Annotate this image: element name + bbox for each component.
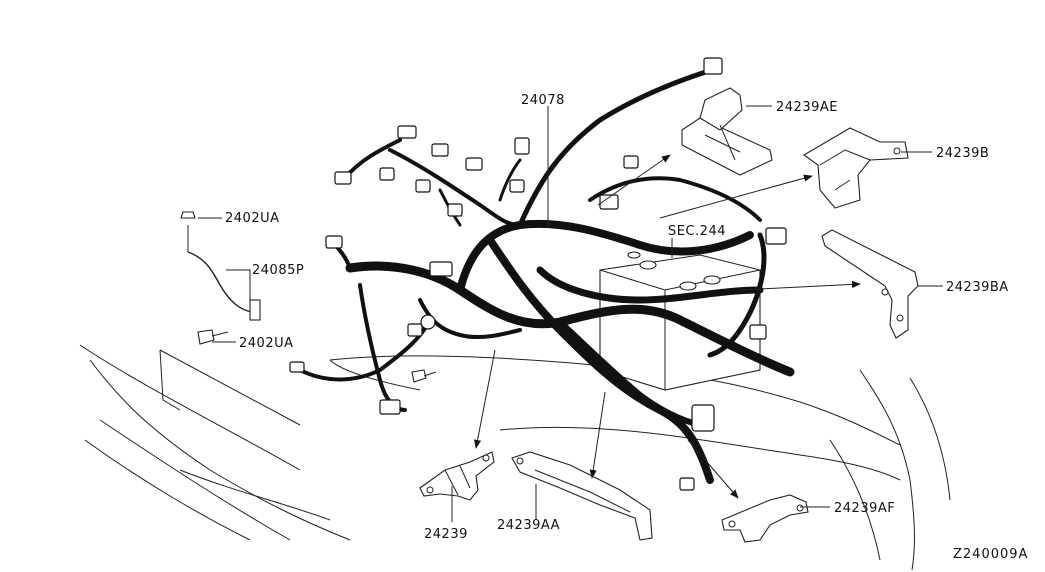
label-SEC244: SEC.244 <box>668 224 726 239</box>
bracket-24239AE <box>681 87 773 176</box>
label-24239AA: 24239AA <box>497 518 560 533</box>
label-24239: 24239 <box>424 527 468 542</box>
label-2402UA-bottom: 2402UA <box>239 336 294 351</box>
label-2402UA-top: 2402UA <box>225 211 280 226</box>
diagram-reference-code: Z240009A <box>953 547 1028 562</box>
vehicle-body-outline <box>79 344 951 571</box>
bolt-2402UA-bottom <box>197 329 229 345</box>
bracket-24239BA <box>821 229 919 339</box>
label-24239B: 24239B <box>936 146 989 161</box>
label-24085P: 24085P <box>252 263 304 278</box>
label-24239AF: 24239AF <box>834 501 895 516</box>
part-labels: 24078 24239AE 24239B 2402UA 24085P SEC.2… <box>225 93 1009 542</box>
bracket-24239B <box>802 127 909 209</box>
bracket-24239 <box>419 451 495 501</box>
harness-connectors <box>289 57 787 491</box>
bracket-24239AF <box>721 494 809 543</box>
leader-lines <box>198 105 943 522</box>
misc-bolts <box>411 369 437 383</box>
pointer-arrows <box>474 154 861 499</box>
bracket-24239AA <box>511 451 653 541</box>
label-24239BA: 24239BA <box>946 280 1009 295</box>
label-24078: 24078 <box>521 93 565 108</box>
label-24239AE: 24239AE <box>776 100 838 115</box>
ground-cable-24085P <box>180 211 261 321</box>
